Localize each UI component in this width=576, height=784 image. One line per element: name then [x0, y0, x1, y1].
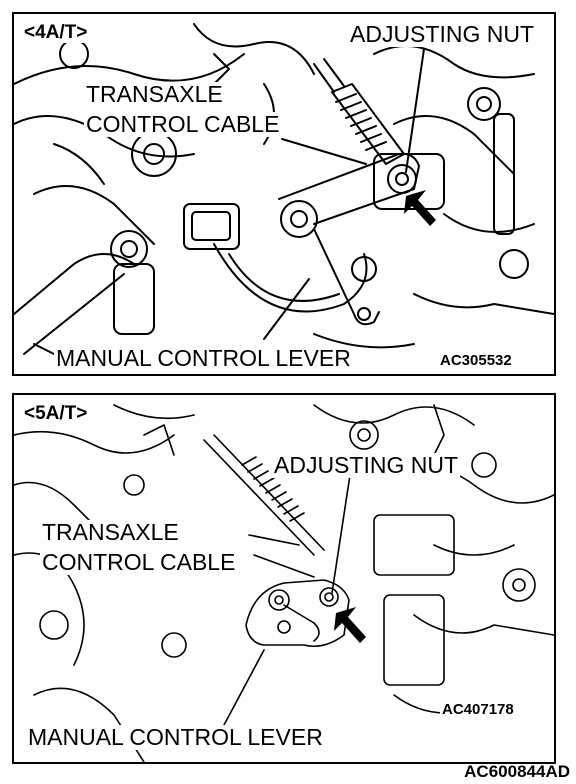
- control-cable-label-line1: TRANSAXLE: [40, 519, 181, 545]
- variant-label: <4A/T>: [22, 22, 90, 43]
- manual-control-lever-label: MANUAL CONTROL LEVER: [26, 724, 325, 750]
- control-cable-label-line1: TRANSAXLE: [84, 81, 225, 107]
- figure-code: AC407178: [440, 701, 516, 718]
- adjusting-nut-label: ADJUSTING NUT: [272, 452, 460, 478]
- arrow-icon: [334, 607, 366, 643]
- adjusting-nut-label: ADJUSTING NUT: [348, 21, 536, 47]
- control-cable-label-line2: CONTROL CABLE: [40, 549, 238, 575]
- arrow-icon: [404, 190, 436, 226]
- figure-code: AC305532: [438, 352, 514, 369]
- transaxle-illustration-4at: [14, 23, 554, 355]
- variant-label: <5A/T>: [22, 403, 90, 424]
- panel-5at: <5A/T> ADJUSTING NUT TRANSAXLE CONTROL C…: [12, 393, 556, 764]
- document-figure-code: AC600844AD: [464, 762, 570, 781]
- manual-control-lever-label: MANUAL CONTROL LEVER: [54, 345, 353, 371]
- panel-4at: <4A/T> ADJUSTING NUT TRANSAXLE CONTROL C…: [12, 12, 556, 376]
- control-cable-label-line2: CONTROL CABLE: [84, 111, 282, 137]
